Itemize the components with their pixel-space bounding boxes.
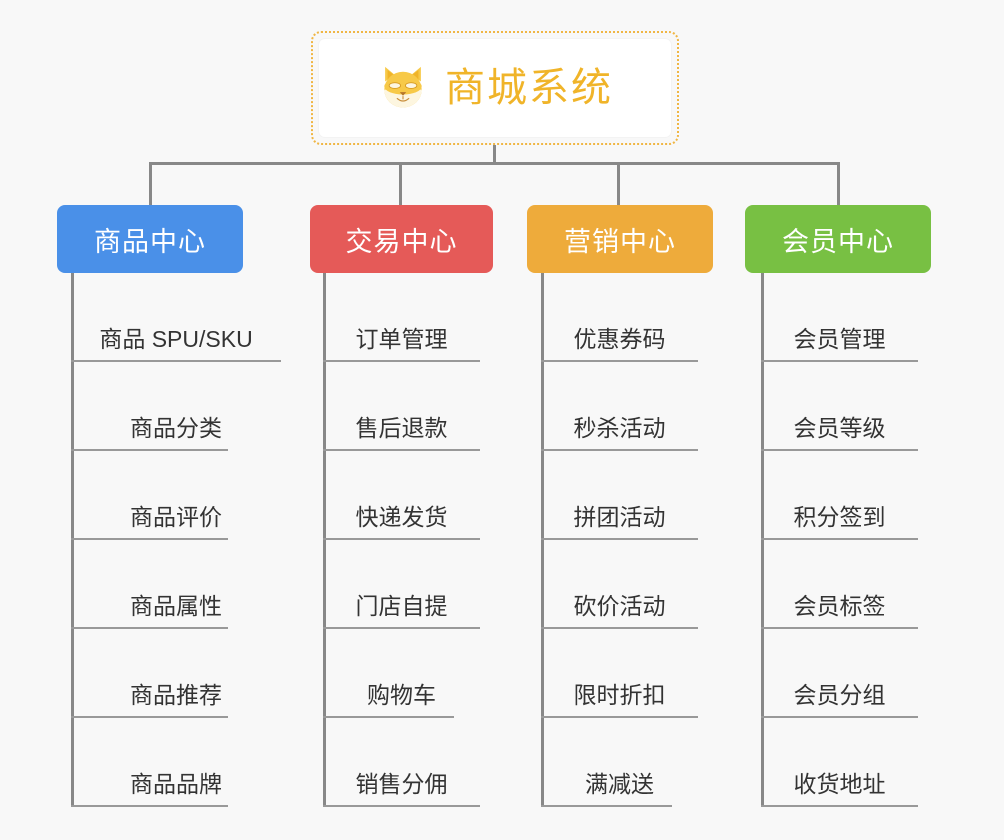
leaf-item-rule xyxy=(541,716,698,718)
connector-drop-category-3 xyxy=(617,162,620,205)
category-header-marketing-center[interactable]: 营销中心 xyxy=(527,205,713,273)
leaf-item[interactable]: 商品分类 xyxy=(71,362,281,451)
leaf-column-marketing-center: 优惠券码 秒杀活动 拼团活动 砍价活动 限时折扣 满减送 xyxy=(541,273,698,807)
connector-drop-category-1 xyxy=(149,162,152,205)
leaf-item-label: 拼团活动 xyxy=(573,503,666,530)
leaf-item-rule xyxy=(761,538,918,540)
leaf-item[interactable]: 拼团活动 xyxy=(541,451,698,540)
leaf-item-label: 商品分类 xyxy=(130,414,222,441)
shiba-dog-icon xyxy=(384,66,422,108)
leaf-item[interactable]: 商品属性 xyxy=(71,540,281,629)
leaf-item[interactable]: 砍价活动 xyxy=(541,540,698,629)
leaf-item-rule xyxy=(71,716,228,718)
leaf-item[interactable]: 限时折扣 xyxy=(541,629,698,718)
leaf-item-label: 会员标签 xyxy=(793,592,886,619)
leaf-item-label: 售后退款 xyxy=(355,414,448,441)
leaf-item[interactable]: 积分签到 xyxy=(761,451,918,540)
leaf-item-rule xyxy=(71,805,228,807)
leaf-item-rule xyxy=(323,805,480,807)
leaf-item-label: 购物车 xyxy=(367,681,436,708)
leaf-item-label: 会员分组 xyxy=(793,681,886,708)
leaf-item[interactable]: 会员管理 xyxy=(761,273,918,362)
leaf-item[interactable]: 秒杀活动 xyxy=(541,362,698,451)
leaf-column-member-center: 会员管理 会员等级 积分签到 会员标签 会员分组 收货地址 xyxy=(761,273,918,807)
leaf-item[interactable]: 满减送 xyxy=(541,718,698,807)
leaf-item-label: 积分签到 xyxy=(793,503,886,530)
leaf-item[interactable]: 优惠券码 xyxy=(541,273,698,362)
leaf-item-rule xyxy=(761,360,918,362)
leaf-item[interactable]: 快递发货 xyxy=(323,451,480,540)
leaf-item-rule xyxy=(71,360,281,362)
connector-root-stem xyxy=(493,145,496,164)
leaf-item-rule xyxy=(761,716,918,718)
leaf-item-rule xyxy=(541,449,698,451)
leaf-item-rule xyxy=(541,805,672,807)
category-header-label: 交易中心 xyxy=(345,226,458,257)
leaf-item-rule xyxy=(761,449,918,451)
leaf-item-label: 商品品牌 xyxy=(130,770,222,797)
leaf-item-rule xyxy=(323,449,480,451)
leaf-item-label: 门店自提 xyxy=(355,592,448,619)
connector-drop-category-2 xyxy=(399,162,402,205)
leaf-item-label: 会员管理 xyxy=(793,325,886,352)
leaf-item-label: 商品属性 xyxy=(130,592,222,619)
category-header-label: 商品中心 xyxy=(94,226,206,257)
leaf-item-rule xyxy=(71,538,228,540)
category-header-trade-center[interactable]: 交易中心 xyxy=(310,205,493,273)
leaf-item[interactable]: 销售分佣 xyxy=(323,718,480,807)
leaf-item-label: 满减送 xyxy=(585,770,654,797)
category-header-member-center[interactable]: 会员中心 xyxy=(745,205,931,273)
connector-drop-category-4 xyxy=(837,162,840,205)
leaf-item-label: 商品推荐 xyxy=(130,681,222,708)
category-header-label: 营销中心 xyxy=(564,226,676,257)
leaf-spine xyxy=(71,273,74,807)
leaf-item-rule xyxy=(541,627,698,629)
leaf-item-rule xyxy=(323,716,454,718)
root-node-shopping-mall-system[interactable]: 商城系统 xyxy=(311,31,679,145)
leaf-item-rule xyxy=(323,360,480,362)
leaf-item-label: 优惠券码 xyxy=(573,325,666,352)
leaf-item[interactable]: 商品推荐 xyxy=(71,629,281,718)
leaf-item[interactable]: 购物车 xyxy=(323,629,480,718)
leaf-item[interactable]: 门店自提 xyxy=(323,540,480,629)
root-node-inner: 商城系统 xyxy=(318,38,672,138)
leaf-item-label: 秒杀活动 xyxy=(573,414,666,441)
connector-horizontal-bus xyxy=(149,162,840,165)
category-header-product-center[interactable]: 商品中心 xyxy=(57,205,243,273)
leaf-item-label: 商品 SPU/SKU xyxy=(99,325,253,352)
leaf-item[interactable]: 商品品牌 xyxy=(71,718,281,807)
leaf-item[interactable]: 会员分组 xyxy=(761,629,918,718)
leaf-item-rule xyxy=(761,805,918,807)
leaf-item-rule xyxy=(761,627,918,629)
leaf-item-label: 订单管理 xyxy=(355,325,448,352)
leaf-item-label: 收货地址 xyxy=(793,770,886,797)
leaf-column-product-center: 商品 SPU/SKU 商品分类 商品评价 商品属性 商品推荐 商品品牌 xyxy=(71,273,281,807)
leaf-item-rule xyxy=(323,538,480,540)
leaf-item[interactable]: 订单管理 xyxy=(323,273,480,362)
leaf-spine xyxy=(541,273,544,807)
leaf-column-trade-center: 订单管理 售后退款 快递发货 门店自提 购物车 销售分佣 xyxy=(323,273,480,807)
leaf-spine xyxy=(323,273,326,807)
leaf-item-label: 销售分佣 xyxy=(355,770,448,797)
leaf-item-label: 砍价活动 xyxy=(573,592,666,619)
leaf-item[interactable]: 售后退款 xyxy=(323,362,480,451)
leaf-item-rule xyxy=(541,360,698,362)
root-title: 商城系统 xyxy=(445,66,613,110)
leaf-item-label: 商品评价 xyxy=(130,503,222,530)
leaf-item-rule xyxy=(71,449,228,451)
leaf-item[interactable]: 收货地址 xyxy=(761,718,918,807)
leaf-spine xyxy=(761,273,764,807)
leaf-item-rule xyxy=(541,538,698,540)
leaf-item[interactable]: 会员标签 xyxy=(761,540,918,629)
leaf-item[interactable]: 商品评价 xyxy=(71,451,281,540)
leaf-item[interactable]: 商品 SPU/SKU xyxy=(71,273,281,362)
leaf-item-rule xyxy=(323,627,480,629)
leaf-item-rule xyxy=(71,627,228,629)
leaf-item-label: 快递发货 xyxy=(355,503,448,530)
leaf-item-label: 会员等级 xyxy=(793,414,886,441)
leaf-item[interactable]: 会员等级 xyxy=(761,362,918,451)
leaf-item-label: 限时折扣 xyxy=(573,681,666,708)
category-header-label: 会员中心 xyxy=(782,226,894,257)
